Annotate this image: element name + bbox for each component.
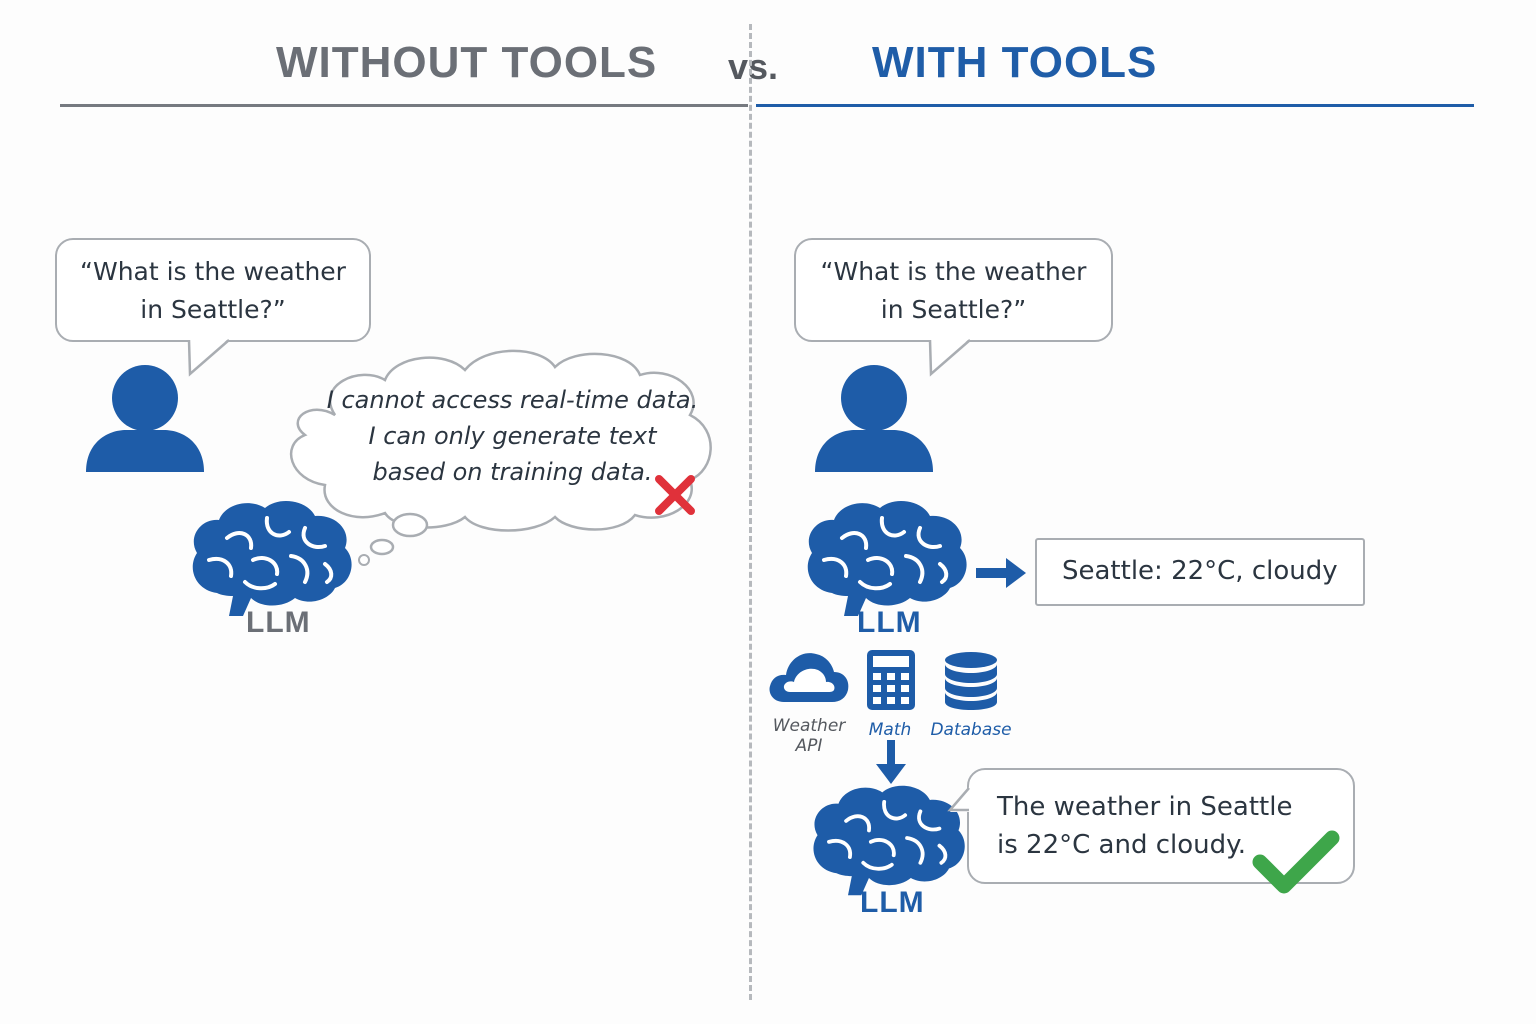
left-header-rule [60, 104, 748, 107]
database-icon [945, 652, 997, 710]
left-question-tail [187, 338, 230, 377]
answer-line-1: The weather in Seattle [997, 792, 1293, 822]
thought-line-2: I can only generate text [368, 422, 657, 450]
thought-text: I cannot access real-time data. I can on… [320, 382, 705, 490]
left-llm-brain-icon [192, 501, 352, 616]
tool-label-database: Database [930, 720, 1012, 740]
right-question-line-2: in Seattle?” [880, 295, 1027, 324]
right-header-rule [756, 104, 1474, 107]
tool-label-weather-line-2: API [795, 736, 823, 756]
right-user-icon [815, 365, 933, 472]
left-llm-label: LLM [246, 606, 311, 639]
versus-label: vs. [728, 46, 779, 87]
answer-bubble: The weather in Seattle is 22°C and cloud… [967, 768, 1355, 884]
tool-result-text: Seattle: 22°C, cloudy [1062, 556, 1338, 586]
final-llm-brain-icon [813, 785, 965, 896]
thought-bubble-dots [358, 512, 429, 566]
right-llm-label: LLM [857, 606, 922, 639]
right-llm-brain-icon [807, 501, 967, 616]
right-arrow-icon [976, 558, 1026, 588]
calculator-icon [867, 650, 915, 710]
right-question-tail [928, 338, 971, 377]
cloud-icon [769, 653, 849, 702]
tool-label-weather-line-1: Weather [772, 716, 846, 736]
green-check-icon [1252, 830, 1340, 894]
left-user-icon [86, 365, 204, 472]
answer-line-2: is 22°C and cloudy. [997, 830, 1247, 860]
left-question-bubble: “What is the weather in Seattle?” [55, 238, 371, 342]
right-question-bubble: “What is the weather in Seattle?” [794, 238, 1113, 342]
thought-line-3: based on training data. [372, 458, 653, 486]
down-arrow-icon [876, 740, 906, 784]
with-tools-title: WITH TOOLS [872, 38, 1158, 87]
left-question-line-1: “What is the weather [80, 257, 346, 286]
tool-label-math: Math [868, 720, 912, 740]
red-x-icon [655, 475, 695, 515]
final-llm-label: LLM [860, 886, 925, 919]
thought-cloud [289, 349, 712, 532]
center-divider [749, 24, 752, 1000]
answer-tail [947, 786, 970, 812]
thought-line-1: I cannot access real-time data. [326, 386, 699, 414]
left-question-line-2: in Seattle?” [140, 295, 286, 324]
tool-label-weather-api: Weather API [768, 716, 850, 756]
right-question-line-1: “What is the weather [820, 257, 1087, 286]
without-tools-title: WITHOUT TOOLS [276, 38, 658, 87]
tool-result-box: Seattle: 22°C, cloudy [1035, 538, 1365, 606]
